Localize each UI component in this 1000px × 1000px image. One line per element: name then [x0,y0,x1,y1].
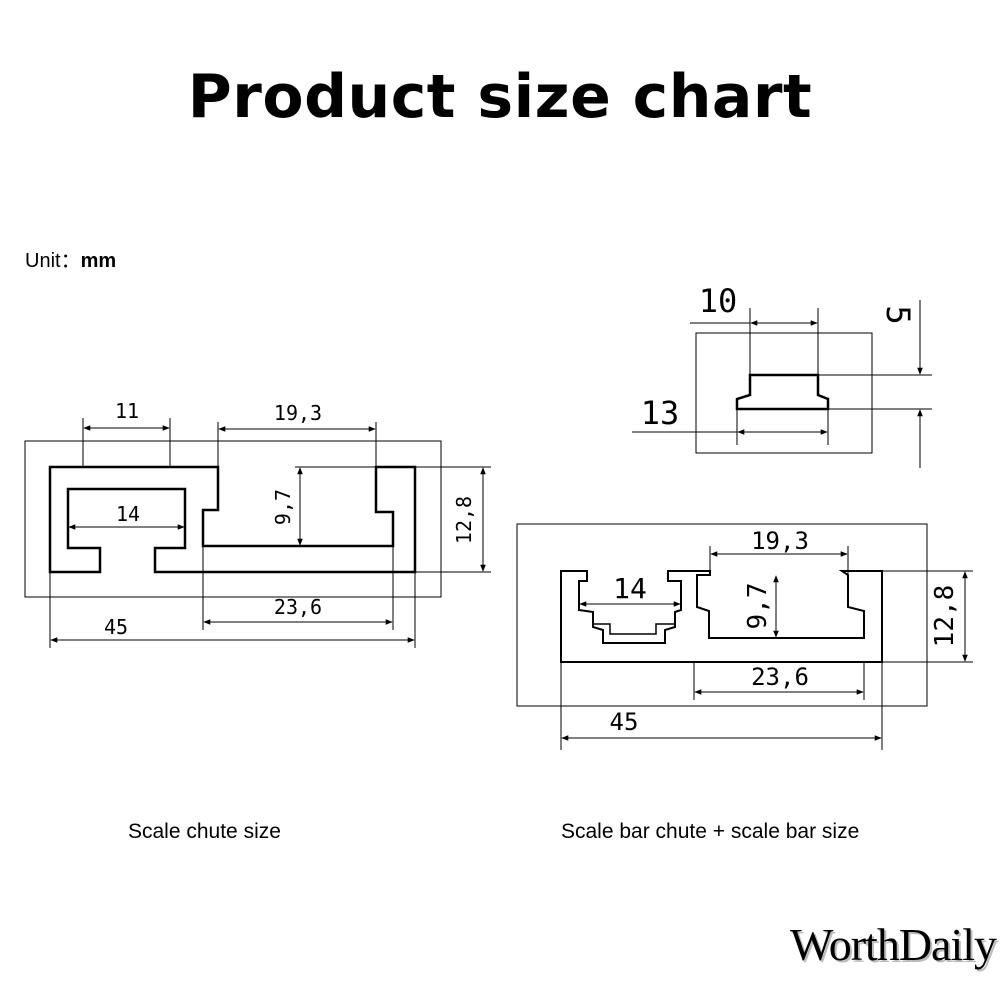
dim-top-slot-width: 11 [115,399,139,423]
dim-bar-thickness: 5 [879,305,917,324]
dim-inner-slot-width: 14 [116,502,140,526]
page-title: Product size chart [187,62,813,132]
dim-bar-bottom-width: 13 [641,394,680,432]
right-profile-outline [560,570,883,663]
right-frame [516,523,928,707]
unit-prefix: Unit： [25,250,81,272]
dim-right-channel-bottom-width: 23,6 [751,663,809,691]
scale-bar-drawing: 10 13 5 [632,282,932,468]
left-chute-drawing: 11 19,3 14 9,7 12,8 23,6 45 [24,399,491,648]
dim-profile-height: 12,8 [452,496,476,544]
dim-channel-bottom-width: 23,6 [274,595,322,619]
bar-frame [695,332,873,454]
right-bar-inner [592,612,676,635]
unit-label: Unit：mm [25,244,116,273]
bar-profile-outline [735,373,830,411]
dim-right-inner-slot-width: 14 [613,572,647,605]
dim-right-total-width: 45 [610,708,639,736]
brand-watermark: WorthDaily [790,919,997,970]
left-caption: Scale chute size [128,820,281,843]
dim-right-channel-depth: 9,7 [743,583,773,630]
left-frame [24,440,442,598]
unit-value: mm [80,250,117,272]
dim-channel-depth: 9,7 [271,489,295,525]
dim-channel-top-width: 19,3 [274,401,322,425]
right-chute-bar-drawing: 19,3 14 9,7 12,8 23,6 45 [516,523,973,750]
left-profile-outline [48,465,417,574]
dim-right-profile-height: 12,8 [930,585,960,648]
right-caption: Scale bar chute + scale bar size [561,820,860,843]
dim-bar-top-width: 10 [699,282,738,320]
dim-total-width: 45 [104,615,128,639]
dim-right-channel-top-width: 19,3 [751,527,809,555]
